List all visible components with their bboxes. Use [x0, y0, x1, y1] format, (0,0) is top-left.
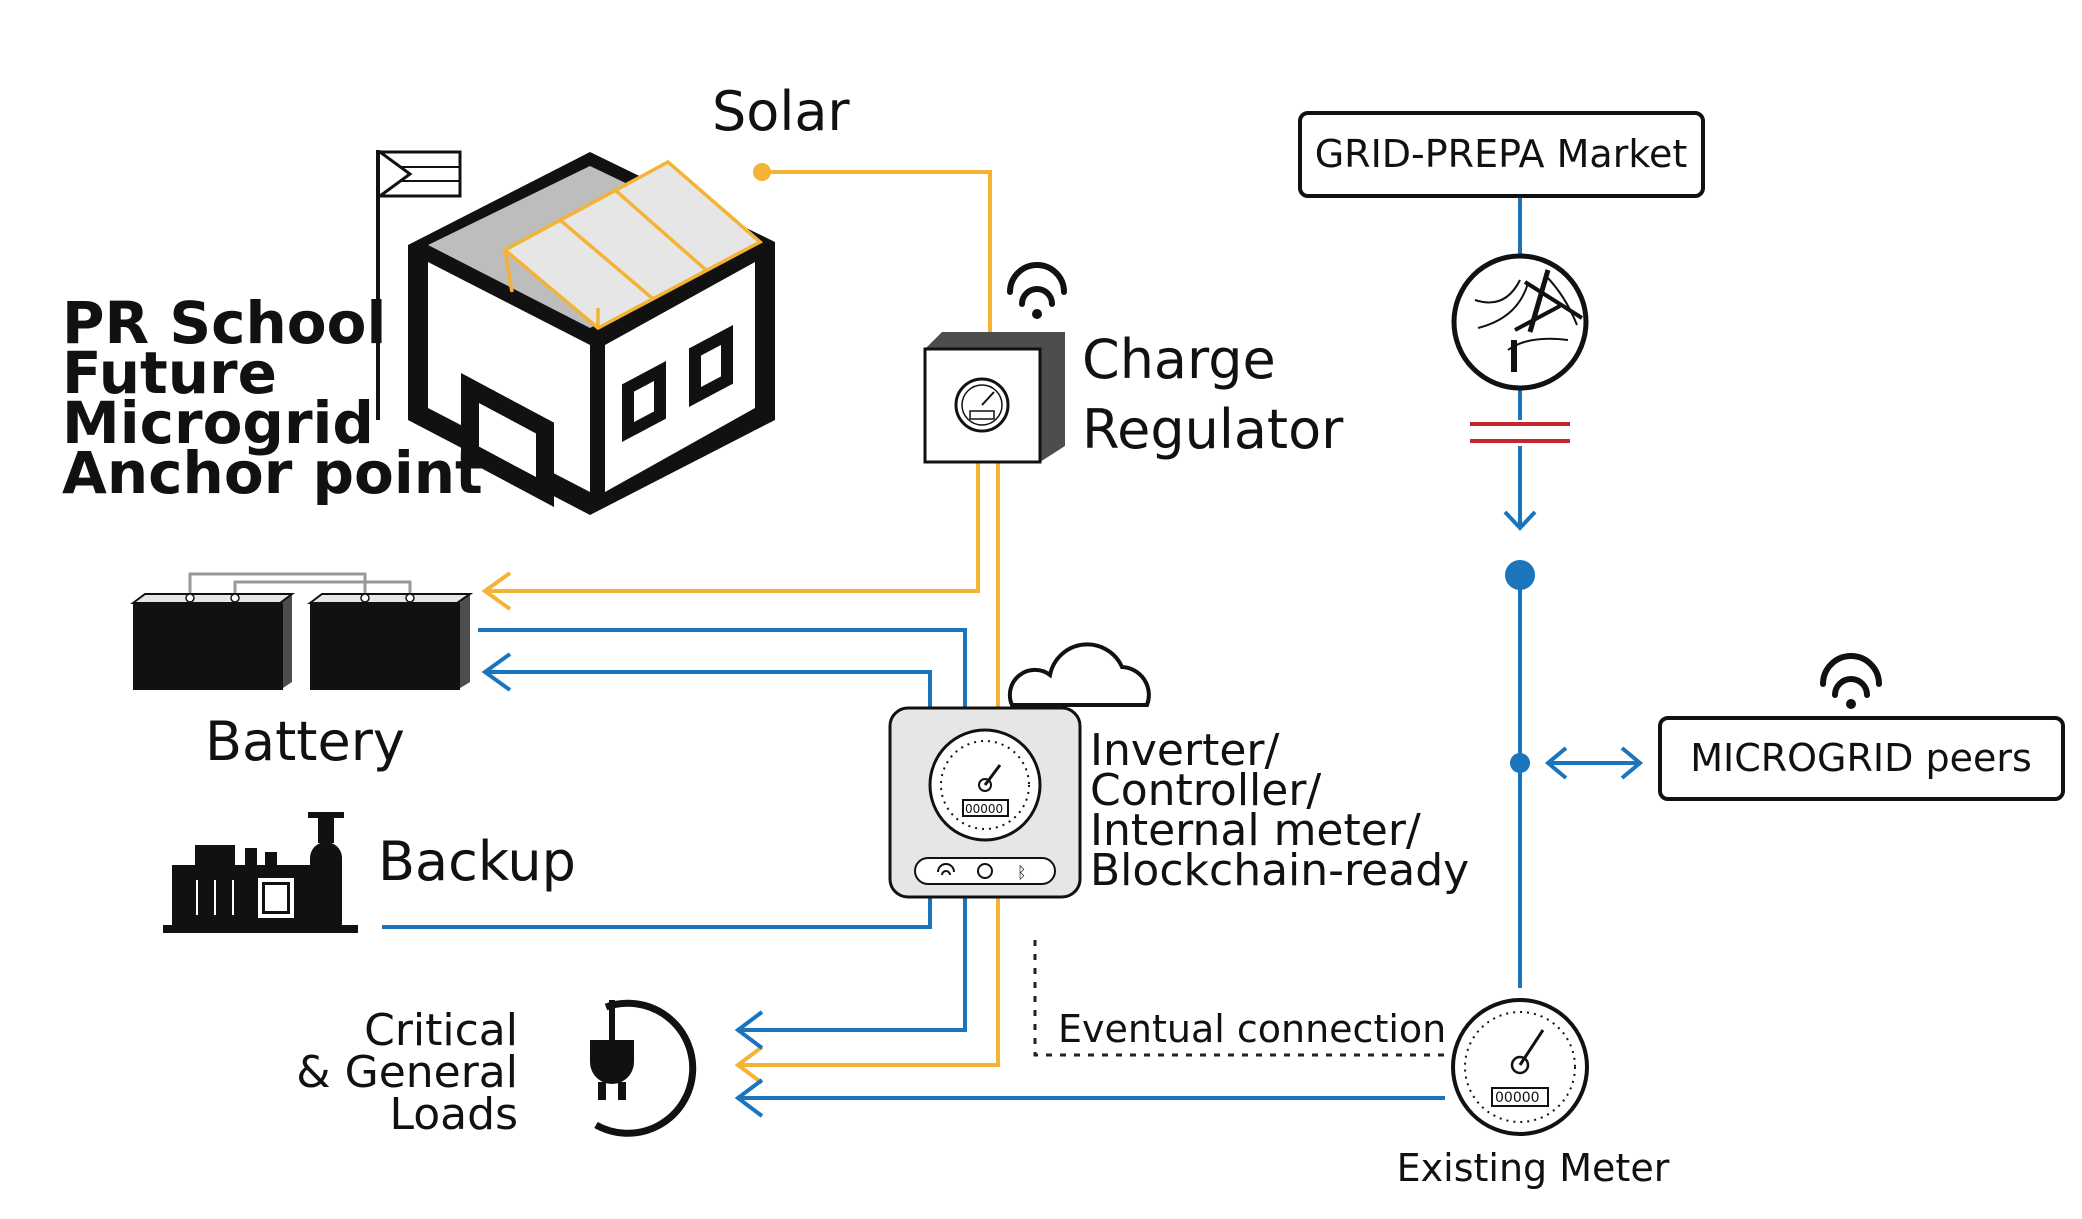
microgrid-peers-box: MICROGRID peers	[1658, 716, 2065, 801]
inverter-label-1: Inverter/	[1090, 725, 1279, 776]
regulator-to-loads-line	[738, 462, 1000, 1067]
grid-connections	[382, 196, 1644, 1118]
power-pole-icon	[1451, 253, 1589, 391]
generator-icon	[163, 812, 358, 933]
loads-blue-arrowhead-2	[734, 1078, 764, 1118]
charge-regulator-label-2: Regulator	[1082, 398, 1344, 461]
inverter-to-loads-line	[738, 897, 967, 1032]
flag-icon	[376, 150, 462, 420]
loads-label-3: Loads	[390, 1089, 518, 1140]
bluetooth-icon: ᛒ	[1017, 863, 1027, 882]
wifi-icon	[1007, 262, 1067, 307]
inverter-to-battery-line-top	[478, 628, 967, 708]
grid-down-arrowhead	[1503, 510, 1537, 531]
battery-label: Battery	[205, 710, 405, 773]
backup-label: Backup	[378, 830, 576, 893]
battery-orange-arrowhead	[481, 571, 512, 611]
title-line-4: Anchor point	[62, 439, 483, 507]
loads-orange-arrowhead	[734, 1045, 764, 1085]
existing-meter-label: Existing Meter	[1397, 1146, 1670, 1190]
inverter-meter-digits: 00000	[965, 802, 1003, 816]
plug-icon	[590, 999, 697, 1137]
inverter-wifi-icon	[937, 863, 955, 876]
battery-to-inverter-line-bottom	[485, 670, 932, 708]
solar-to-regulator-line	[762, 170, 992, 334]
solar-panel-icon	[501, 159, 764, 331]
charge-regulator-label-1: Charge	[1082, 328, 1276, 391]
meter-icon: 00000	[1451, 998, 1589, 1136]
backup-to-inverter-line	[382, 897, 932, 929]
cloud-icon	[1007, 642, 1151, 707]
peers-wifi-icon	[1820, 653, 1882, 698]
battery-blue-arrowhead	[481, 652, 512, 692]
grid-node-large	[1505, 560, 1535, 590]
loads-label-2: & General	[296, 1047, 518, 1098]
grid-market-label: GRID-PREPA Market	[1315, 132, 1688, 176]
grid-node-small	[1510, 753, 1530, 773]
title-line-1: PR School	[62, 289, 386, 357]
solar-connection-dot	[753, 163, 771, 181]
peers-wifi-dot	[1846, 699, 1856, 709]
grid-disconnect-break	[1470, 422, 1570, 443]
loads-label-1: Critical	[364, 1005, 518, 1056]
eventual-connection-label: Eventual connection	[1058, 1007, 1446, 1051]
inverter-blockchain-icon	[977, 863, 993, 879]
wifi-icon-dot	[1032, 309, 1042, 319]
title-line-3: Microgrid	[62, 389, 374, 457]
inverter-label-2: Controller/	[1090, 765, 1321, 816]
peers-right-arrowhead	[1620, 746, 1644, 780]
existing-meter-digits: 00000	[1495, 1090, 1540, 1106]
battery-icon	[130, 572, 474, 690]
grid-market-box: GRID-PREPA Market	[1298, 111, 1705, 198]
charge-regulator-icon	[923, 332, 1065, 464]
solar-label: Solar	[712, 80, 850, 143]
microgrid-peers-label: MICROGRID peers	[1690, 736, 2032, 780]
peers-left-arrowhead	[1544, 746, 1568, 780]
eventual-connection-dotted-line	[1033, 940, 1450, 1057]
title-line-2: Future	[62, 339, 277, 407]
solar-connections	[481, 170, 1000, 1085]
inverter-icon: 00000 ᛒ	[888, 706, 1082, 899]
inverter-label-3: Internal meter/	[1090, 805, 1421, 856]
regulator-to-battery-line	[485, 462, 980, 593]
inverter-label-4: Blockchain-ready	[1090, 845, 1469, 896]
loads-blue-arrowhead-1	[734, 1010, 764, 1050]
